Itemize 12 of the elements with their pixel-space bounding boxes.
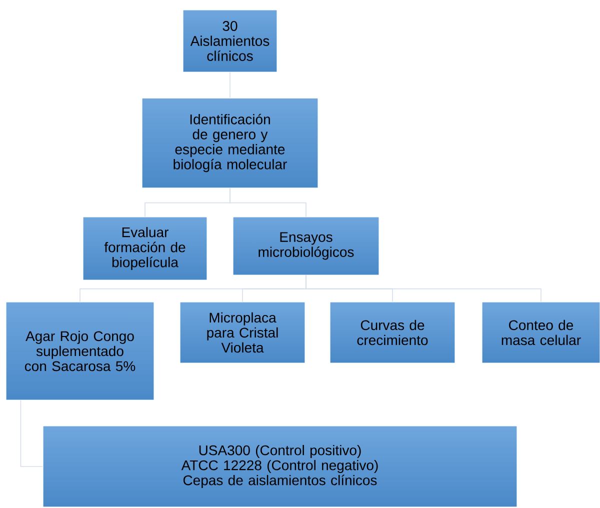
process-box: USA300 (Control positivo) ATCC 12228 (Control negativo) Cepas de aislamientos clínicos bbox=[42, 426, 518, 508]
connector-line bbox=[230, 188, 306, 218]
process-box: Identificación de genero y especie mediante biología molecular bbox=[142, 98, 318, 188]
process-box: Curvas de crecimiento bbox=[330, 302, 456, 364]
connector-line bbox=[306, 274, 542, 302]
process-box: Ensayos microbiológicos bbox=[232, 216, 380, 276]
process-box: Evaluar formación de biopelícula bbox=[82, 216, 208, 280]
process-box: Conteo de masa celular bbox=[482, 302, 600, 364]
process-box: Microplaca para Cristal Violeta bbox=[180, 302, 306, 364]
connector-line bbox=[20, 400, 44, 467]
process-box: Agar Rojo Congo suplementado con Sacarosa 5% bbox=[6, 302, 154, 400]
process-box: 30 Aislamientos clínicos bbox=[182, 10, 278, 72]
